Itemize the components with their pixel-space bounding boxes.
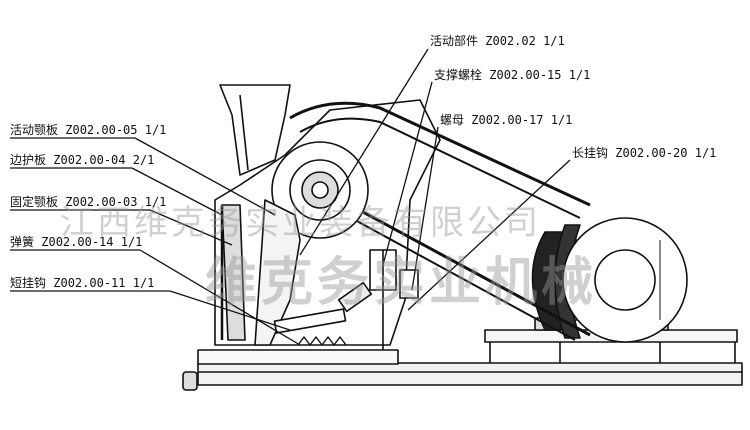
label-long-hook: 长挂钩 Z002.00-20 1/1 — [572, 146, 717, 160]
motor — [531, 217, 688, 343]
watermark-company-name: 江西维克务实业装备有限公司 — [60, 203, 541, 243]
label-support-bolt: 支撑螺栓 Z002.00-15 1/1 — [434, 68, 591, 82]
watermark-brand: 维克务实业机械 — [205, 253, 598, 313]
crusher-body — [214, 84, 591, 350]
label-side-guard-plate: 边护板 Z002.00-04 2/1 — [10, 153, 155, 167]
label-nut: 螺母 Z002.00-17 1/1 — [440, 113, 573, 127]
label-movable-jaw-plate: 活动颚板 Z002.00-05 1/1 — [10, 123, 167, 137]
movable-jaw — [254, 199, 301, 346]
flywheel — [271, 141, 369, 239]
label-spring: 弹簧 Z002.00-14 1/1 — [10, 235, 143, 249]
toggle-spring-assembly — [273, 249, 419, 350]
label-short-hook: 短挂钩 Z002.00-11 1/1 — [10, 276, 155, 290]
label-fixed-jaw-plate: 固定颚板 Z002.00-03 1/1 — [10, 195, 167, 209]
label-movable-part: 活动部件 Z002.02 1/1 — [430, 34, 565, 48]
fixed-jaw — [221, 204, 246, 341]
drive-belt — [289, 101, 591, 207]
leader-lines — [10, 48, 571, 346]
feed-hopper — [219, 84, 291, 176]
base-rail — [197, 362, 743, 386]
base-frame-block — [197, 349, 399, 365]
